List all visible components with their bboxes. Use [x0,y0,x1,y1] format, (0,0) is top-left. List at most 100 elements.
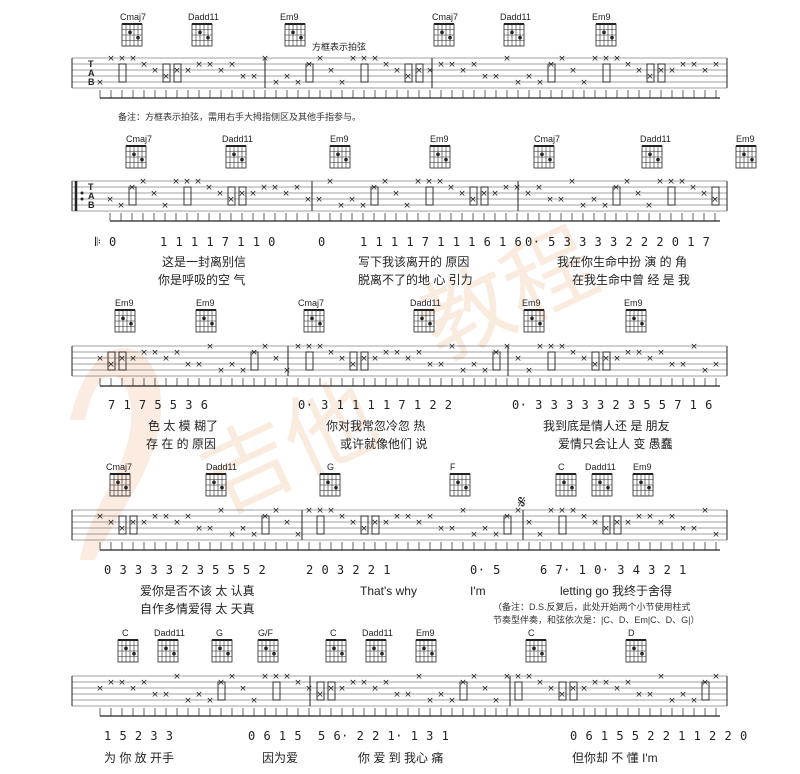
tab-clef-letter: B [88,77,95,87]
tab-staff [71,180,728,212]
svg-text:×: × [657,348,665,358]
lyric: That's why [360,584,417,598]
svg-text:×: × [437,360,445,370]
svg-text:×: × [304,195,312,205]
svg-text:×: × [437,60,445,70]
svg-text:×: × [525,672,533,682]
svg-text:×: × [547,506,555,516]
svg-text:×: × [481,524,489,534]
svg-text:×: × [349,518,357,528]
lyric: I'm [470,584,486,598]
svg-text:×: × [459,506,467,516]
svg-text:×: × [525,518,533,528]
svg-text:×: × [668,696,676,706]
jianpu: 7 1 7 5 5 3 6 [108,398,208,412]
svg-text:×: × [624,518,632,528]
svg-text:×: × [557,195,565,205]
svg-text:×: × [492,696,500,706]
svg-text:×: × [327,506,335,516]
chord-name: Cmaj7 [126,134,152,144]
chord-diagram [625,639,647,663]
svg-text:×: × [216,189,224,199]
svg-text:×: × [690,524,698,534]
svg-text:×: × [602,524,610,534]
svg-text:×: × [404,354,412,364]
svg-text:×: × [184,66,192,76]
svg-text:×: × [326,177,334,187]
chord-diagram [625,309,647,333]
chord-row-1: Cmaj7 Dadd11 Em9 Cmaj7 Dadd11 Em9 [120,12,617,47]
svg-text:×: × [492,530,500,540]
svg-text:×: × [481,684,489,694]
svg-text:×: × [712,530,720,540]
chord-name: Cmaj7 [432,12,458,22]
chord-name: Dadd11 [188,12,219,22]
chord-name: C [122,628,129,638]
svg-text:×: × [162,72,170,82]
svg-text:×: × [392,189,400,199]
svg-text:×: × [162,354,170,364]
svg-text:×: × [701,506,709,516]
jianpu: 1 1 1 1 7 1 1 0 [160,235,276,249]
svg-text:×: × [415,518,423,528]
svg-text:×: × [316,54,324,64]
svg-text:×: × [547,684,555,694]
svg-text:×: × [382,518,390,528]
svg-text:×: × [238,189,246,199]
svg-text:×: × [635,690,643,700]
svg-text:×: × [712,60,720,70]
chord-diagram [533,145,555,169]
jianpu: 0 6 1 5 [248,729,302,743]
lyric: 写下我该离开的 原因 [358,254,469,269]
lyric: 爱你是否不该 太 认真 [140,583,255,598]
svg-text:×: × [602,54,610,64]
svg-text:×: × [568,177,576,187]
svg-text:×: × [591,54,599,64]
svg-text:×: × [690,342,698,352]
svg-text:×: × [481,366,489,376]
chord-name: Dadd11 [410,298,441,308]
svg-text:×: × [382,678,390,688]
jianpu: 2 0 3 2 2 1 [306,563,391,577]
svg-text:×: × [470,360,478,370]
svg-text:×: × [173,672,181,682]
svg-text:×: × [712,672,720,682]
svg-text:×: × [403,201,411,211]
svg-text:×: × [272,506,280,516]
svg-text:×: × [173,518,181,528]
svg-text:×: × [590,195,598,205]
svg-text:×: × [107,518,115,528]
svg-text:×: × [129,518,137,528]
svg-text:×: × [393,348,401,358]
svg-text:×: × [129,684,137,694]
svg-text:×: × [349,360,357,370]
chord-diagram [109,473,131,497]
chord-name: Em9 [736,134,755,144]
svg-text:×: × [436,177,444,187]
chord-name: Em9 [430,134,449,144]
lyric: 这是一封离别信 [162,254,246,269]
svg-text:×: × [514,672,522,682]
svg-text:×: × [656,177,664,187]
svg-text:×: × [524,189,532,199]
svg-text:×: × [195,60,203,70]
svg-text:×: × [414,177,422,187]
svg-text:×: × [635,512,643,522]
chord-diagram [257,639,279,663]
svg-text:×: × [404,690,412,700]
svg-text:×: × [426,696,434,706]
svg-text:×: × [513,183,521,193]
svg-text:×: × [151,348,159,358]
svg-text:×: × [294,342,302,352]
chord-name: Em9 [115,298,134,308]
svg-text:×: × [205,183,213,193]
svg-text:×: × [470,530,478,540]
svg-text:×: × [294,78,302,88]
svg-text:×: × [580,684,588,694]
svg-text:×: × [459,366,467,376]
svg-text:×: × [492,348,500,358]
svg-text:×: × [161,201,169,211]
svg-text:×: × [480,189,488,199]
svg-text:×: × [525,366,533,376]
top-label: 方框表示拍弦 [312,41,366,52]
